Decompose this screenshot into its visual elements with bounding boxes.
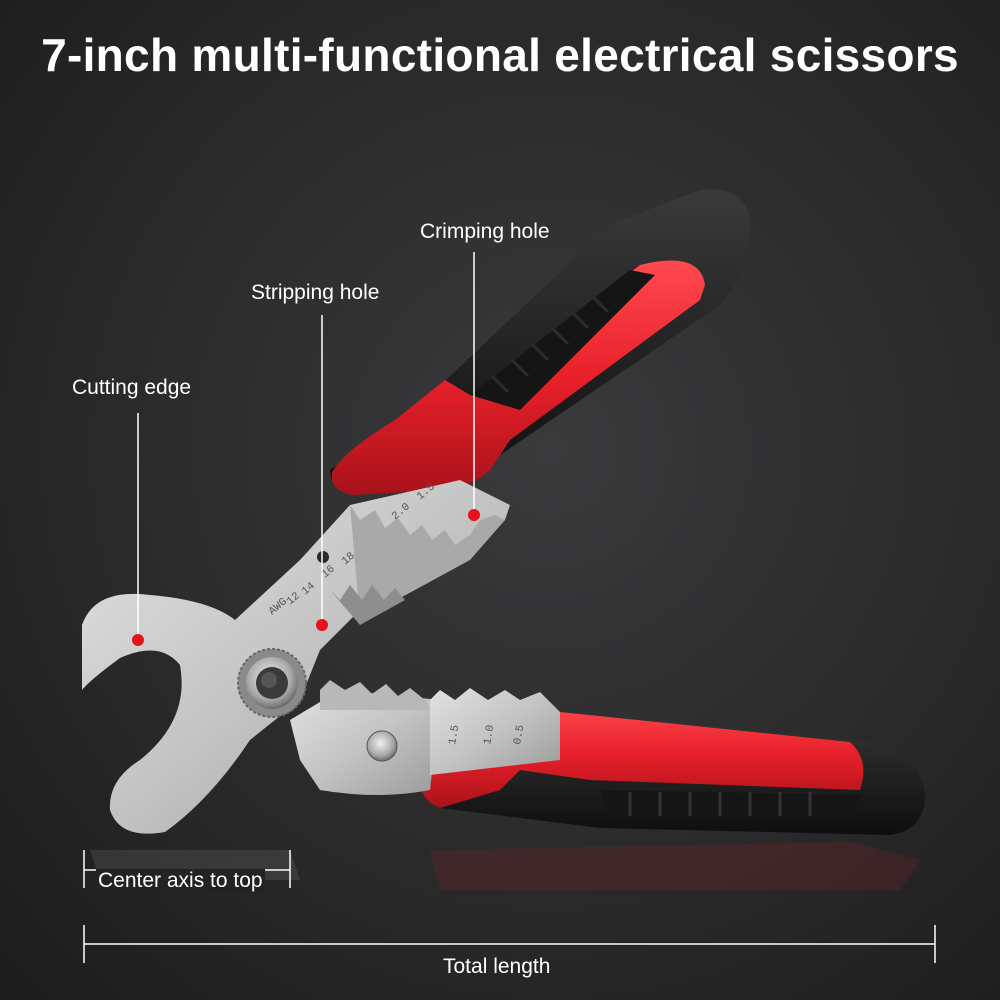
- lower-pivot-rivet: [366, 730, 398, 762]
- dimension-total-length: [83, 925, 936, 963]
- crimping-hole-marker: [468, 509, 480, 521]
- stripping-hole-marker: [316, 619, 328, 631]
- small-hole: [317, 551, 329, 563]
- cutting-edge-marker: [132, 634, 144, 646]
- upper-handle-grip-ridges: [490, 294, 610, 394]
- upper-jaw: [82, 480, 510, 834]
- crimping-hole-label: Crimping hole: [420, 220, 550, 243]
- callout-lines: [137, 252, 475, 640]
- marking-lower-0: 1.5: [447, 724, 462, 746]
- center-axis-to-top-label: Center axis to top: [96, 869, 265, 893]
- lower-jaw: [290, 680, 560, 795]
- marking-lower-1: 1.0: [482, 724, 497, 746]
- marking-lower-2: 0.5: [512, 724, 527, 746]
- lower-handle-grip-ridges: [628, 792, 812, 816]
- pivot-nut: [237, 648, 307, 718]
- stripping-hole-label: Stripping hole: [251, 281, 380, 304]
- total-length-label: Total length: [443, 955, 551, 978]
- page-title: 7-inch multi-functional electrical sciss…: [41, 29, 959, 81]
- upper-handle: [330, 189, 751, 495]
- cutting-edge-label: Cutting edge: [72, 376, 192, 399]
